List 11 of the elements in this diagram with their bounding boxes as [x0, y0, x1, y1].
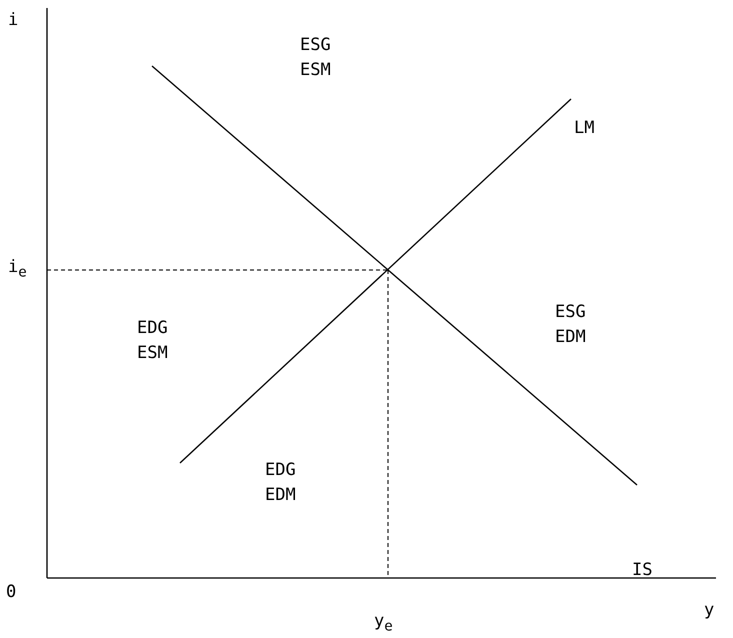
curve-label: IS	[632, 559, 652, 582]
axis-label: i	[8, 9, 18, 32]
curve-label: LM	[574, 117, 594, 140]
region-label: EDG ESM	[137, 317, 169, 365]
origin-label: 0	[6, 581, 16, 604]
axis-label: y$_{e}$	[374, 610, 393, 636]
region-label: EDG EDM	[265, 459, 297, 507]
axis-label: i$_{e}$	[8, 256, 27, 282]
axis-label: y	[704, 599, 714, 622]
region-label: ESG EDM	[555, 301, 587, 349]
region-label: ESG ESM	[300, 34, 332, 82]
